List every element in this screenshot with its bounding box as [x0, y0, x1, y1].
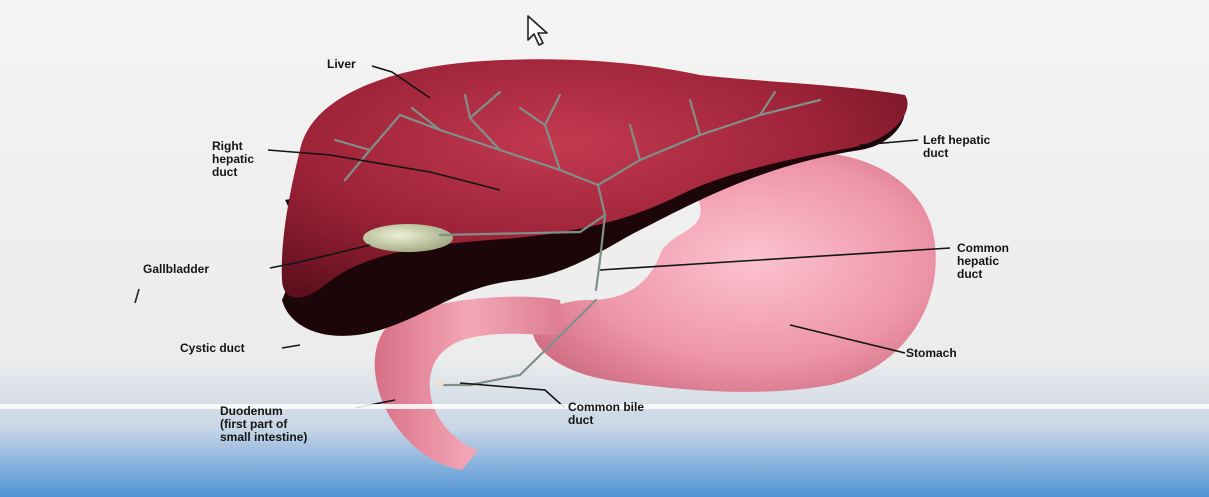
label-liver: Liver — [327, 58, 356, 71]
pen-mark-icon — [132, 288, 142, 304]
label-line: small intestine) — [220, 431, 307, 444]
label-common-bile-duct: Common bile duct — [568, 401, 644, 427]
ampulla-dot — [436, 379, 444, 387]
label-duodenum: Duodenum (first part of small intestine) — [220, 405, 307, 444]
gallbladder-shape — [363, 224, 453, 252]
label-right-hepatic-duct: Right hepatic duct — [212, 140, 254, 179]
label-line: duct — [212, 166, 254, 179]
mouse-pointer-icon — [526, 14, 550, 48]
label-stomach: Stomach — [906, 347, 957, 360]
label-line: duct — [923, 147, 990, 160]
label-common-hepatic-duct: Common hepatic duct — [957, 242, 1009, 281]
label-left-hepatic-duct: Left hepatic duct — [923, 134, 990, 160]
label-line: duct — [568, 414, 644, 427]
label-line: duct — [957, 268, 1009, 281]
label-cystic-duct: Cystic duct — [180, 342, 245, 355]
label-gallbladder: Gallbladder — [143, 263, 209, 276]
